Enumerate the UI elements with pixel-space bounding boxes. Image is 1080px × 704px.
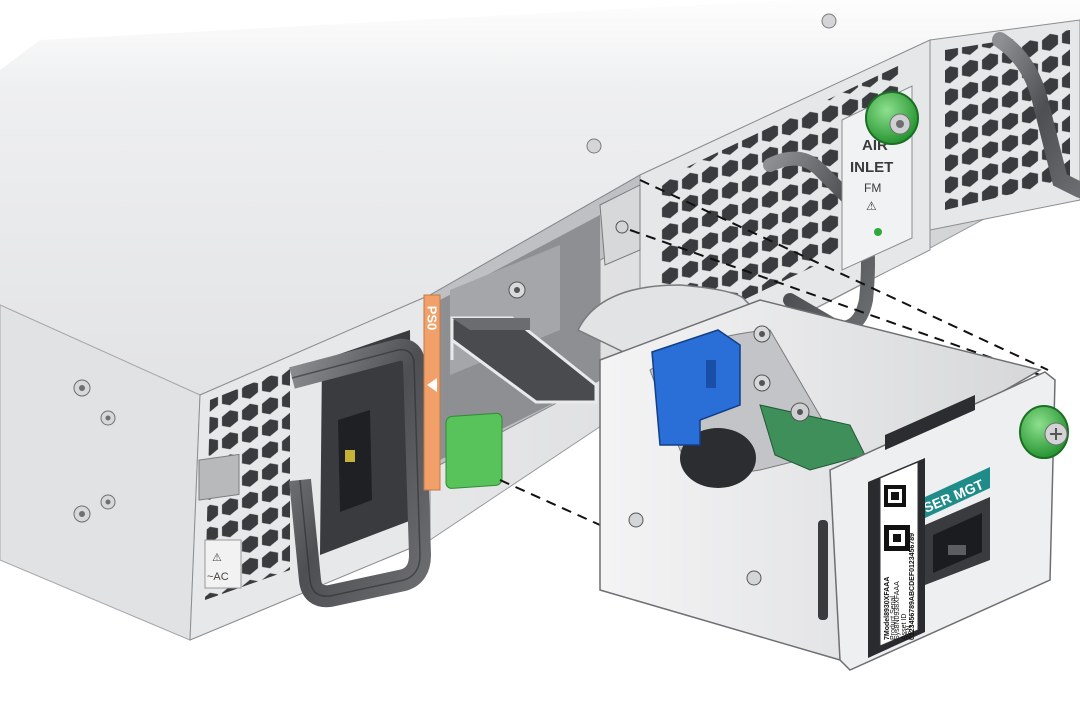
card-line-5: Asset ID: [901, 614, 908, 640]
empty-module-slot: PS0: [423, 174, 641, 491]
top-screw: [586, 138, 602, 154]
module-thumbscrew[interactable]: [1019, 405, 1069, 459]
card-line-6: 0123456789ABCDEF0123456789: [909, 533, 916, 640]
fan-module-label: FM: [864, 181, 881, 195]
slot-marking-text: PS0: [425, 306, 440, 331]
card-line-2: Product Serial: [890, 596, 897, 640]
psu-power-label: ~AC: [207, 571, 229, 583]
port-label-strip: [925, 467, 990, 518]
filler-panel-green-tab: [445, 412, 503, 489]
module-side-screw: [628, 512, 644, 528]
air-inlet-label-line2: INLET: [850, 159, 893, 176]
module-side-screw: [746, 570, 762, 586]
card-line-1: PSN: [906, 626, 913, 640]
power-inlet: [320, 330, 412, 555]
side-screws: [73, 379, 116, 523]
serial-number-card: PSN Product Serial 7Model8930XFAAA Sys8N…: [868, 458, 925, 658]
fan-vent-grille: [660, 65, 900, 340]
card-line-3: 7Model8930XFAAA: [884, 577, 891, 640]
warning-icon: ⚠: [212, 552, 222, 564]
module-circuit-board: [759, 404, 866, 471]
qr-code: [884, 485, 906, 507]
management-module: SER MGT PSN Product Serial 7Model8930XFA: [576, 284, 1069, 671]
release-latch-blue: [651, 329, 741, 446]
module-flange-screws: [753, 325, 771, 392]
power-supply-unit: ⚠ ~AC: [189, 294, 431, 641]
fan-thumbscrew: [865, 91, 919, 145]
top-screw: [821, 13, 837, 29]
psu-warning-label: ⚠ ~AC: [204, 539, 242, 589]
card-line-4: Sys8N0938XFAAA: [894, 581, 901, 640]
rj45-port[interactable]: [925, 497, 990, 585]
fan-module-2: [929, 19, 1080, 231]
slot-marking-strip: [423, 294, 441, 491]
alignment-guide-lines: [499, 179, 1049, 526]
qr-code: [884, 525, 910, 551]
fan-warning-icon: ⚠: [866, 199, 877, 213]
chassis-top-surface: [0, 0, 1080, 395]
